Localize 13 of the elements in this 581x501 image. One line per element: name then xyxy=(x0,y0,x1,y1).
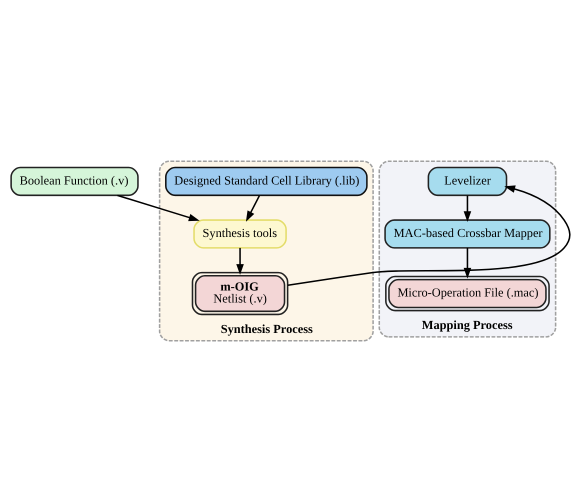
arrow xyxy=(236,247,244,274)
arrow xyxy=(117,194,200,221)
arrow xyxy=(246,194,260,222)
node-box: Synthesis tools xyxy=(193,218,287,248)
node-box: Micro-Operation File (.mac) xyxy=(385,275,550,311)
node-box: Levelizer xyxy=(428,166,508,196)
arrow xyxy=(464,247,472,278)
node-box: m-OIG Netlist (.v) xyxy=(192,271,288,315)
arrow xyxy=(288,184,570,286)
node-box: Designed Standard Cell Library (.lib) xyxy=(165,166,368,196)
node-box: MAC-based Crossbar Mapper xyxy=(384,218,551,248)
arrow xyxy=(464,195,472,222)
node-box: Boolean Function (.v) xyxy=(10,166,139,196)
